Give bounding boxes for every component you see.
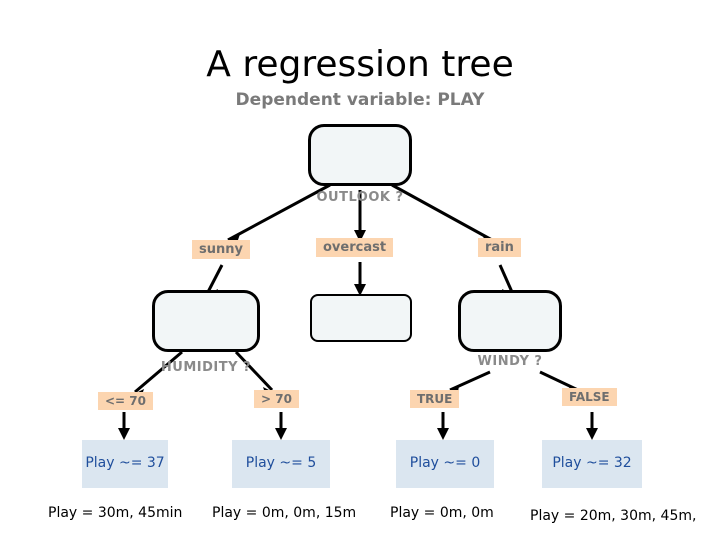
overcast-leaf-node-box bbox=[310, 294, 412, 342]
branch-label-humidity-le70: <= 70 bbox=[98, 392, 153, 410]
page-subtitle: Dependent variable: PLAY bbox=[235, 90, 485, 110]
leaf-node-2: Play ~= 5 bbox=[232, 440, 330, 488]
humidity-node-box bbox=[152, 290, 260, 352]
branch-label-sunny: sunny bbox=[192, 240, 250, 259]
windy-node-box bbox=[458, 290, 562, 352]
leaf-detail-4: Play = 20m, 30m, 45m, bbox=[530, 508, 697, 524]
branch-label-rain: rain bbox=[478, 238, 521, 257]
branch-label-windy-true: TRUE bbox=[410, 390, 460, 408]
leaf-detail-3: Play = 0m, 0m bbox=[390, 505, 494, 521]
leaf-detail-1: Play = 30m, 45min bbox=[48, 505, 183, 521]
humidity-attribute-label: HUMIDITY ? bbox=[160, 360, 252, 375]
branch-label-overcast: overcast bbox=[316, 238, 394, 257]
leaf-node-3: Play ~= 0 bbox=[396, 440, 494, 488]
windy-attribute-label: WINDY ? bbox=[477, 354, 543, 369]
leaf-node-1: Play ~= 37 bbox=[82, 440, 168, 488]
page-title: A regression tree bbox=[206, 44, 514, 85]
branch-label-windy-false: FALSE bbox=[562, 388, 617, 406]
branch-label-humidity-gt70: > 70 bbox=[254, 390, 299, 408]
leaf-detail-2: Play = 0m, 0m, 15m bbox=[212, 505, 357, 521]
root-attribute-label: OUTLOOK ? bbox=[316, 190, 404, 205]
leaf-node-4: Play ~= 32 bbox=[542, 440, 642, 488]
root-node-box bbox=[308, 124, 412, 186]
